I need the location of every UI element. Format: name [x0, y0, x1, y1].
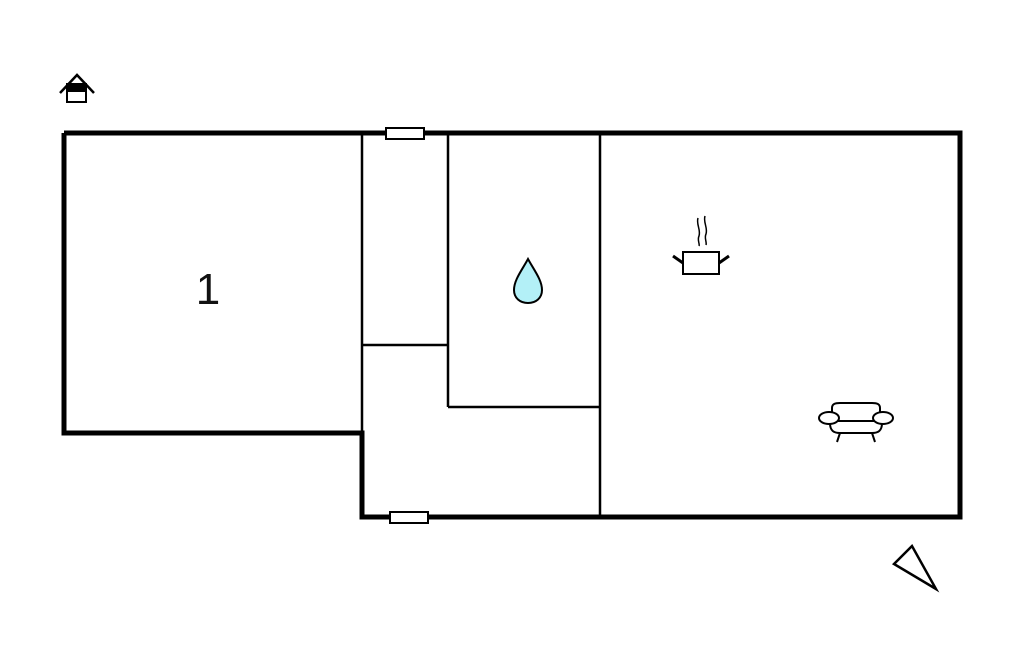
cooking-pot-icon	[672, 215, 730, 275]
north-arrow-icon	[891, 543, 940, 593]
outer-walls	[61, 130, 963, 520]
room-1-label: 1	[196, 265, 220, 314]
water-drop-icon	[512, 256, 544, 305]
window-top	[385, 127, 425, 140]
house-entrance-icon	[59, 73, 95, 103]
window-bottom	[389, 511, 429, 524]
inner-walls	[360, 133, 602, 517]
sofa-icon	[818, 402, 894, 443]
